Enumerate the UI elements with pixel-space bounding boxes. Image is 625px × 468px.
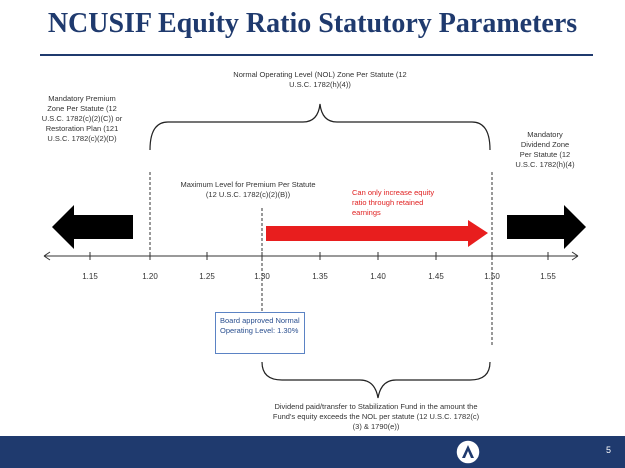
left-black-arrow [52,205,133,249]
mandatory-dividend-label: Mandatory Dividend Zone Per Statute (12 … [515,130,575,169]
max-premium-label: Maximum Level for Premium Per Statute (1… [180,180,316,199]
tick-label-1-40: 1.40 [370,272,386,281]
tick-label-1-50: 1.50 [484,272,500,281]
can-only-increase-label: Can only increase equity ratio through r… [352,188,435,217]
board-approved-box: Board approved Normal Operating Level: 1… [215,312,305,354]
footer-bar: 5 [0,436,625,468]
page-number: 5 [605,445,611,455]
tick-label-1-55: 1.55 [540,272,556,281]
ncua-logo-icon [455,439,481,465]
nol-zone-label: Normal Operating Level (NOL) Zone Per St… [233,70,407,89]
tick-label-1-45: 1.45 [428,272,444,281]
number-line-right-arrowhead [571,251,579,261]
tick-label-1-25: 1.25 [199,272,215,281]
dividend-brace [261,361,491,399]
tick-label-1-35: 1.35 [312,272,328,281]
right-black-arrow [507,205,586,249]
red-arrow [266,220,488,247]
tick-label-1-30: 1.30 [254,272,270,281]
tick-label-1-15: 1.15 [82,272,98,281]
page-title: NCUSIF Equity Ratio Statutory Parameters [47,8,578,39]
tick-label-1-20: 1.20 [142,272,158,281]
nol-zone-brace [149,103,491,151]
dividend-paid-label: Dividend paid/transfer to Stabilization … [272,402,480,431]
tick-marks [89,252,549,260]
title-underline [40,54,593,56]
mandatory-premium-label: Mandatory Premium Zone Per Statute (12 U… [41,94,123,143]
number-line-left-arrowhead [43,251,51,261]
